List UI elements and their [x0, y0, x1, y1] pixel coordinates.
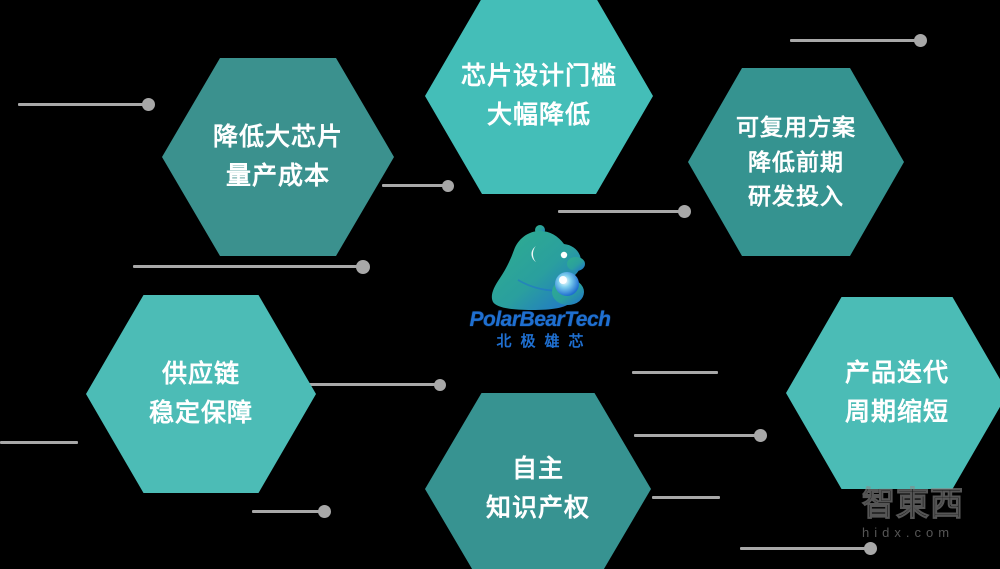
hexagon-text-line: 大幅降低: [486, 101, 591, 129]
connector-dot: [356, 259, 370, 274]
hexagon-text-line: 产品迭代: [844, 359, 949, 388]
hexagon-text-line: 芯片设计门槛: [460, 62, 617, 91]
connector-dot: [434, 378, 446, 391]
connector-line: [133, 265, 358, 268]
hexagon-text-line: 稳定保障: [148, 399, 253, 427]
connector-line: [558, 210, 680, 213]
connector-dot: [318, 505, 331, 518]
connector-line: [308, 383, 436, 386]
connector-dot: [442, 179, 454, 192]
hexagon-lower-mass-production-cost[interactable]: 降低大芯片 量产成本: [162, 58, 394, 256]
hexagon-supply-chain-stability[interactable]: 供应链 稳定保障: [86, 295, 316, 493]
logo-wordmark: PolarBearTech: [469, 308, 611, 331]
hexagon-text-line: 降低大芯片: [212, 123, 343, 152]
watermark-logo-text: 智東西: [862, 485, 964, 522]
hexagon-text-line: 研发投入: [748, 183, 844, 210]
hexagon-text-line: 知识产权: [485, 494, 590, 522]
hexagon-text-line: 周期缩短: [844, 398, 949, 426]
connector-line: [632, 371, 718, 374]
connector-dot: [678, 205, 691, 218]
polar-bear-icon: [491, 225, 585, 310]
connector-dot: [864, 542, 877, 555]
hexagon-text-line: 量产成本: [225, 162, 330, 190]
hexagon-chip-design-threshold[interactable]: 芯片设计门槛 大幅降低: [425, 0, 653, 194]
zhidongxi-watermark: 智東西 hidx.com: [862, 487, 992, 557]
connector-line: [252, 510, 320, 513]
connector-line: [0, 441, 78, 444]
connector-line: [652, 496, 720, 499]
hexagon-independent-ip[interactable]: 自主 知识产权: [425, 393, 651, 569]
hexagon-text-line: 自主: [511, 455, 564, 484]
connector-dot: [914, 34, 927, 47]
connector-line: [18, 103, 144, 106]
hexagon-text-line: 可复用方案: [736, 113, 856, 140]
hexagon-product-iteration-cycle[interactable]: 产品迭代 周期缩短: [786, 297, 1000, 489]
connector-dot: [754, 429, 767, 442]
watermark-url: hidx.com: [862, 525, 955, 540]
hexagon-text-line: 降低前期: [748, 148, 844, 175]
hexagon-reusable-solution[interactable]: 可复用方案 降低前期 研发投入: [688, 68, 904, 256]
connector-line: [790, 39, 916, 42]
hexagon-text-line: 供应链: [161, 360, 240, 389]
polar-bear-tech-logo: PolarBearTech 北极雄芯: [440, 222, 640, 362]
logo-wordmark-chinese: 北极雄芯: [496, 333, 593, 350]
connector-line: [740, 547, 866, 550]
connector-line: [382, 184, 444, 187]
connector-dot: [142, 98, 155, 111]
connector-line: [634, 434, 756, 437]
